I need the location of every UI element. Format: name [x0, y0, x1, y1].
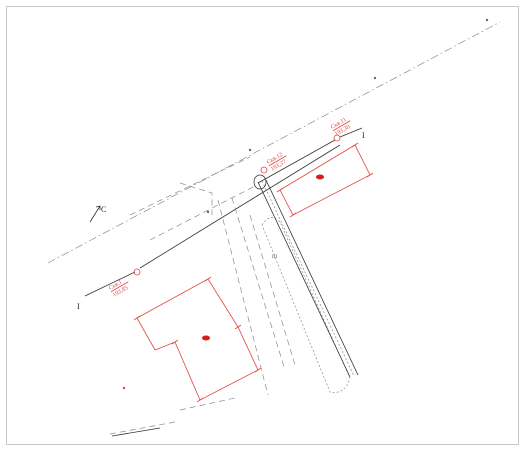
bottom-dash-b: [109, 421, 176, 435]
dashed-contour: [179, 182, 213, 215]
red-marker-lower: [202, 335, 210, 341]
road-line-main: [139, 144, 341, 269]
section-line-upper: [339, 127, 363, 138]
bottom-dash-a: [179, 397, 236, 411]
bottom-line: [111, 427, 161, 437]
pipe-right: [265, 179, 359, 376]
pipe-head: [253, 174, 267, 190]
survey-polygon-upper: [279, 144, 371, 216]
corridor-right: [249, 214, 296, 366]
section-line-lower: [84, 271, 136, 297]
survey-points: [122, 18, 489, 390]
embankment-outline: [261, 217, 351, 393]
well-1-marker: [133, 268, 141, 276]
well-12-marker: [260, 166, 268, 174]
red-tick-marks-lower: [133, 276, 262, 403]
axis-line: [47, 21, 501, 264]
pipe-left: [257, 181, 351, 378]
structure-label: III: [272, 255, 277, 260]
corridor-left: [217, 199, 269, 396]
section-mark-right: I: [362, 131, 365, 140]
survey-polygon-lower: [136, 278, 259, 401]
north-arrow-icon: [89, 205, 101, 223]
corridor-mid: [231, 197, 286, 371]
well-12-label: Скв.12 193,37: [266, 152, 287, 173]
red-marker-upper: [316, 174, 324, 180]
dashed-line-a: [129, 156, 251, 216]
section-mark-left: I: [77, 302, 80, 311]
sheet-border: [6, 6, 519, 445]
red-tick-marks-upper: [276, 142, 374, 218]
well-11-label: Скв.11 193,30: [330, 117, 351, 138]
well-1-label: Скв.1 193,85: [108, 279, 129, 298]
well-11-marker: [333, 134, 341, 142]
road-line-upper: [257, 139, 336, 184]
dashed-line-b: [149, 185, 256, 241]
pipe-center: [261, 180, 355, 377]
north-label: С: [101, 205, 106, 214]
